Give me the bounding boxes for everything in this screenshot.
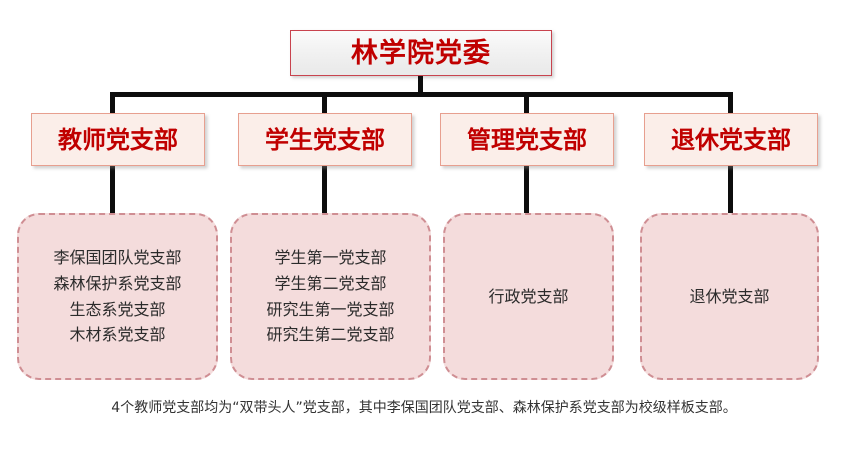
org-group-retired-branches[interactable]: 退休党支部: [640, 213, 819, 380]
org-node-level2-3-label: 管理党支部: [467, 125, 587, 154]
connector-root-stem: [418, 76, 423, 96]
org-node-level2-1-label: 教师党支部: [58, 125, 178, 154]
org-group-item: 木材系党支部: [69, 325, 166, 345]
connector-level2-1-to-group: [110, 166, 115, 216]
org-node-level2-4-label: 退休党支部: [671, 125, 791, 154]
org-node-root-label: 林学院党委: [351, 37, 491, 69]
connector-level2-2-to-group: [322, 166, 327, 216]
connector-horizontal-bus: [110, 92, 733, 97]
org-group-item: 森林保护系党支部: [53, 273, 182, 293]
org-group-item: 研究生第一党支部: [266, 299, 395, 319]
org-group-item: 研究生第二党支部: [266, 325, 395, 345]
connector-level2-4-to-group: [728, 166, 733, 216]
org-node-root[interactable]: 林学院党委: [290, 30, 552, 76]
org-group-item: 学生第一党支部: [274, 247, 387, 267]
org-group-item: 生态系党支部: [69, 299, 166, 319]
org-group-item: 学生第二党支部: [274, 273, 387, 293]
org-node-level2-2-label: 学生党支部: [265, 125, 385, 154]
org-node-level2-2[interactable]: 学生党支部: [238, 113, 412, 166]
connector-drop-4: [728, 92, 733, 118]
connector-drop-3: [524, 92, 529, 118]
chart-footnote: 4个教师党支部均为“双带头人”党支部，其中李保国团队党支部、森林保护系党支部为校…: [111, 400, 737, 416]
org-node-level2-3[interactable]: 管理党支部: [440, 113, 614, 166]
org-node-level2-1[interactable]: 教师党支部: [31, 113, 205, 166]
org-group-student-branches[interactable]: 学生第一党支部 学生第二党支部 研究生第一党支部 研究生第二党支部: [230, 213, 431, 380]
connector-drop-1: [110, 92, 115, 118]
org-node-level2-4[interactable]: 退休党支部: [644, 113, 818, 166]
org-group-admin-branches[interactable]: 行政党支部: [443, 213, 614, 380]
connector-drop-2: [322, 92, 327, 118]
org-group-item: 退休党支部: [689, 286, 770, 306]
connector-level2-3-to-group: [524, 166, 529, 216]
org-group-teacher-branches[interactable]: 李保国团队党支部 森林保护系党支部 生态系党支部 木材系党支部: [17, 213, 218, 380]
org-group-item: 李保国团队党支部: [53, 247, 182, 267]
org-group-item: 行政党支部: [488, 286, 569, 306]
